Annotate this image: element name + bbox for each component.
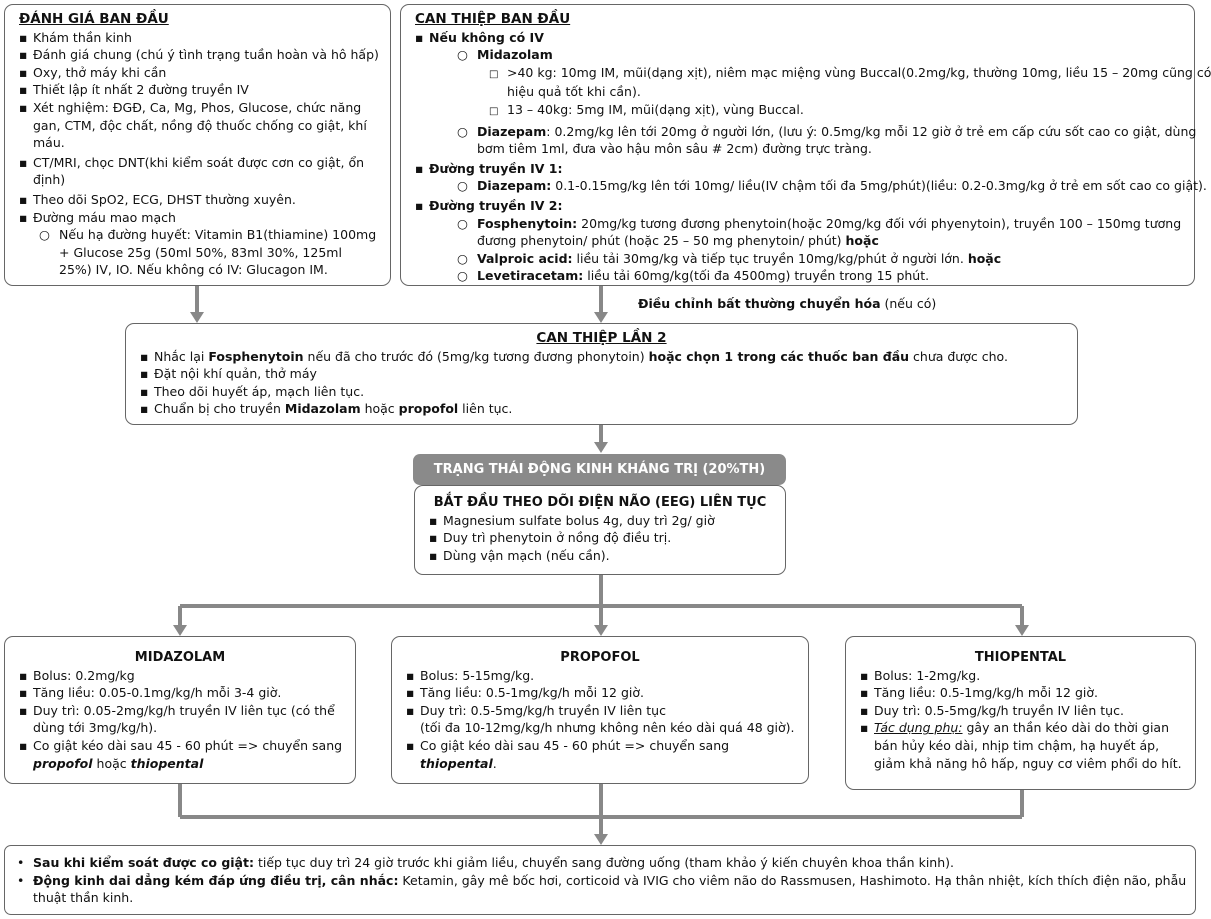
- list-item: ▪Co giật kéo dài sau 45 - 60 phút => chu…: [406, 737, 730, 753]
- list-item: ▪Duy trì: 0.5-5mg/kg/h truyền IV liên tụ…: [406, 702, 666, 718]
- refractory-banner: TRẠNG THÁI ĐỘNG KINH KHÁNG TRỊ (20%TH): [413, 454, 786, 485]
- list-item: ▪Bolus: 1-2mg/kg.: [860, 667, 981, 683]
- eeg-box: BẮT ĐẦU THEO DÕI ĐIỆN NÃO (EEG) LIÊN TỤC…: [414, 485, 786, 575]
- initial-assessment-box: ĐÁNH GIÁ BAN ĐẦU ▪Khám thần kinh ▪Đánh g…: [4, 4, 391, 286]
- list-item: •Động kinh dai dẳng kém đáp ứng điều trị…: [17, 872, 1187, 888]
- list-item: ▪Đặt nội khí quản, thở máy: [140, 366, 317, 382]
- arrowhead: [594, 442, 608, 453]
- list-item-cont: propofol hoặc thiopental: [33, 755, 204, 771]
- list-item-cont: dùng tới 3mg/kg/h).: [33, 720, 158, 736]
- propofol-title: PROPOFOL: [560, 650, 640, 665]
- list-item: ▪Theo dõi SpO2, ECG, DHST thường xuyên.: [19, 191, 296, 207]
- list-item: ▪CT/MRI, chọc DNT(khi kiểm soát được cơn…: [19, 154, 365, 170]
- iv2-heading: ▪Đường truyền IV 2:: [415, 197, 563, 213]
- list-item-cont: giảm khả năng hô hấp, nguy cơ viêm phổi …: [874, 755, 1182, 771]
- sub-item: ○Nếu hạ đường huyết: Vitamin B1(thiamine…: [39, 227, 377, 243]
- arrowhead: [594, 834, 608, 845]
- initial-assessment-title: ĐÁNH GIÁ BAN ĐẦU: [19, 11, 169, 27]
- list-item: ▪Tăng liều: 0.5-1mg/kg/h mỗi 12 giờ.: [860, 685, 1098, 701]
- second-intervention-box: CAN THIỆP LẦN 2 ▪Nhắc lại Fosphenytoin n…: [125, 323, 1078, 425]
- second-intervention-title: CAN THIỆP LẦN 2: [536, 330, 667, 346]
- list-item-cont: gan, CTM, độc chất, nồng độ thuốc chống …: [33, 117, 367, 133]
- levetiracetam-item: ○Levetiracetam: liều tải 60mg/kg(tối đa …: [457, 268, 930, 284]
- propofol-box: PROPOFOL ▪Bolus: 5-15mg/kg. ▪Tăng liều: …: [391, 636, 809, 784]
- iv1-diazepam: ○Diazepam: 0.1-0.15mg/kg lên tới 10mg/ l…: [457, 178, 1207, 194]
- arrowhead: [173, 625, 187, 636]
- fosphenytoin-item-cont: đương phenytoin/ phút (hoặc 25 – 50 mg p…: [477, 233, 879, 249]
- list-item: ▪Magnesium sulfate bolus 4g, duy trì 2g/…: [429, 512, 715, 528]
- midazolam-dose-1: □>40 kg: 10mg IM, mũi(dạng xịt), niêm mạ…: [489, 64, 1211, 80]
- list-item: ▪Nhắc lại Fosphenytoin nếu đã cho trước …: [140, 348, 1008, 364]
- list-item: ▪Thiết lập ít nhất 2 đường truyền IV: [19, 82, 249, 98]
- list-item: ▪Duy trì: 0.5-5mg/kg/h truyền IV liên tụ…: [860, 702, 1124, 718]
- sub-item-cont: + Glucose 25g (50ml 50%, 83ml 30%, 125ml: [59, 244, 342, 260]
- list-item: ▪Co giật kéo dài sau 45 - 60 phút => chu…: [19, 737, 343, 753]
- sub-item-cont: 25%) IV, IO. Nếu không có IV: Glucagon I…: [59, 262, 328, 278]
- midazolam-title: MIDAZOLAM: [134, 650, 226, 665]
- valproic-item: ○Valproic acid: liều tải 30mg/kg và tiếp…: [457, 250, 1002, 266]
- list-item: ▪Xét nghiệm: ĐGĐ, Ca, Mg, Phos, Glucose,…: [19, 99, 362, 115]
- initial-intervention-title: CAN THIỆP BAN ĐẦU: [415, 11, 571, 27]
- list-item: ▪Tăng liều: 0.5-1mg/kg/h mỗi 12 giờ.: [406, 685, 644, 701]
- arrowhead: [594, 625, 608, 636]
- no-iv-heading: ▪Nếu không có IV: [415, 29, 544, 45]
- list-item: ▪Đánh giá chung (chú ý tình trạng tuần h…: [19, 47, 379, 63]
- eeg-title: BẮT ĐẦU THEO DÕI ĐIỆN NÃO (EEG) LIÊN TỤC: [433, 495, 767, 510]
- midazolam-box: MIDAZOLAM ▪Bolus: 0.2mg/kg ▪Tăng liều: 0…: [4, 636, 356, 784]
- list-item: ▪Tác dụng phụ: gây an thần kéo dài do th…: [860, 720, 1169, 736]
- list-item: ▪Oxy, thở máy khi cần: [19, 64, 167, 80]
- list-item: ▪Tăng liều: 0.05-0.1mg/kg/h mỗi 3-4 giờ.: [19, 685, 282, 701]
- thiopental-title: THIOPENTAL: [974, 650, 1067, 665]
- iv1-heading: ▪Đường truyền IV 1:: [415, 160, 563, 176]
- list-item: ▪Duy trì: 0.05-2mg/kg/h truyền IV liên t…: [19, 702, 335, 718]
- fosphenytoin-item: ○Fosphenytoin: 20mg/kg tương đương pheny…: [457, 215, 1182, 231]
- maintenance-box: •Sau khi kiểm soát được co giật: tiếp tụ…: [4, 845, 1196, 915]
- arrowhead: [1015, 625, 1029, 636]
- list-item: •Sau khi kiểm soát được co giật: tiếp tụ…: [17, 855, 954, 870]
- list-item-cont: (tối đa 10-12mg/kg/h nhưng không nên kéo…: [420, 720, 795, 736]
- diazepam-item: ○Diazepam: 0.2mg/kg lên tới 20mg ở người…: [457, 123, 1197, 139]
- list-item: ▪Dùng vận mạch (nếu cần).: [429, 547, 610, 563]
- diazepam-item-cont: bơm tiêm 1ml, đưa vào hậu môn sâu # 2cm)…: [477, 141, 872, 157]
- list-item-cont: thuật thần kinh.: [33, 890, 134, 906]
- list-item-cont: máu.: [33, 135, 65, 151]
- midazolam-item: ○Midazolam: [457, 47, 553, 63]
- initial-intervention-box: CAN THIỆP BAN ĐẦU ▪Nếu không có IV ○Mida…: [400, 4, 1211, 286]
- midazolam-dose-1-cont: hiệu quả tốt khi cần).: [507, 84, 641, 100]
- list-item: ▪Đường máu mao mạch: [19, 209, 176, 225]
- list-item-cont: thiopental.: [420, 755, 497, 771]
- list-item: ▪Duy trì phenytoin ở nồng độ điều trị.: [429, 530, 672, 546]
- list-item: ▪Theo dõi huyết áp, mạch liên tục.: [140, 383, 365, 399]
- arrowhead: [594, 312, 608, 323]
- metabolic-note: Điều chỉnh bất thường chuyển hóa (nếu có…: [638, 296, 937, 311]
- thiopental-box: THIOPENTAL ▪Bolus: 1-2mg/kg. ▪Tăng liều:…: [845, 636, 1196, 790]
- list-item-cont: bán hủy kéo dài, nhịp tim chậm, hạ huyết…: [874, 737, 1160, 753]
- arrowhead: [190, 312, 204, 323]
- list-item: ▪Khám thần kinh: [19, 29, 132, 45]
- list-item-cont: định): [33, 172, 66, 188]
- list-item: ▪Bolus: 0.2mg/kg: [19, 667, 135, 683]
- list-item: ▪Chuẩn bị cho truyền Midazolam hoặc prop…: [140, 401, 513, 417]
- list-item: ▪Bolus: 5-15mg/kg.: [406, 667, 535, 683]
- midazolam-dose-2: □13 – 40kg: 5mg IM, mũi(dạng xịt), vùng …: [489, 101, 804, 117]
